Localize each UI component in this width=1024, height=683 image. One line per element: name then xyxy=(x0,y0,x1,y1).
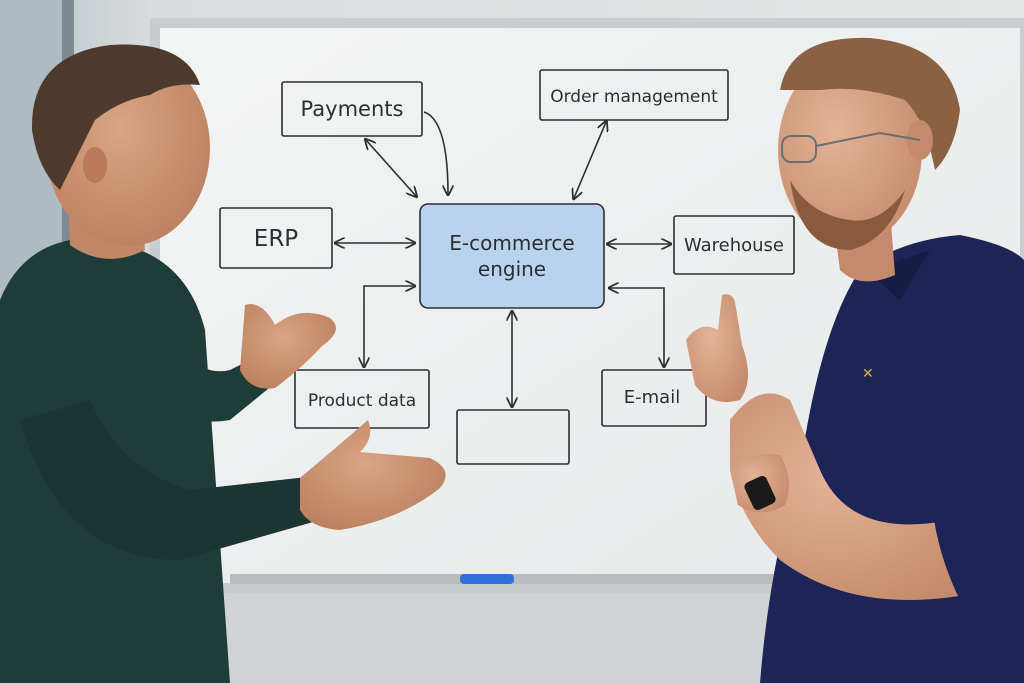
left-person-hair xyxy=(31,44,201,190)
engine-label-line1: E-commerce xyxy=(449,231,574,255)
blue-marker xyxy=(460,574,514,584)
payments-label: Payments xyxy=(301,97,404,121)
left-person-hand-front xyxy=(300,420,446,530)
email-label: E-mail xyxy=(624,387,680,408)
blank-box xyxy=(456,409,570,465)
erp-box xyxy=(219,207,333,269)
right-person-face xyxy=(778,55,922,245)
arrow-engine-product-data xyxy=(364,286,414,366)
person-right: ✕ xyxy=(686,37,1024,683)
warehouse-label: Warehouse xyxy=(684,235,784,256)
person-left xyxy=(0,44,446,683)
order-management-label: Order management xyxy=(550,87,718,107)
left-person-hand-raised xyxy=(240,304,336,389)
right-person-sleeve xyxy=(930,428,1024,600)
left-person-arm-front xyxy=(20,400,325,560)
left-person-arm-back xyxy=(150,310,285,422)
email-box xyxy=(601,369,707,427)
product-data-label: Product data xyxy=(308,391,416,411)
right-person-hand-raised xyxy=(686,294,749,403)
right-person-beard xyxy=(790,180,905,250)
arrow-payments-to-engine xyxy=(423,111,448,194)
engine-label-line2: engine xyxy=(478,257,546,281)
smartwatch-icon xyxy=(744,475,776,511)
right-person-hair xyxy=(780,37,960,171)
shirt-logo-icon: ✕ xyxy=(862,366,874,382)
right-person-collar xyxy=(868,250,930,300)
eyeglasses-icon xyxy=(781,131,921,163)
payments-box xyxy=(281,81,423,137)
ecommerce-engine-box xyxy=(419,203,605,309)
warehouse-box xyxy=(673,215,795,275)
erp-label: ERP xyxy=(254,226,299,252)
order-management-box xyxy=(539,69,729,121)
arrow-engine-email xyxy=(610,288,664,366)
arrow-payments-engine xyxy=(366,140,416,196)
diagram-labels: Payments Order management ERP E-commerce… xyxy=(254,87,784,411)
system-diagram xyxy=(219,69,795,465)
right-person-forearm xyxy=(730,393,990,600)
arrow-order-engine xyxy=(574,122,606,198)
left-person-ear xyxy=(83,147,107,183)
